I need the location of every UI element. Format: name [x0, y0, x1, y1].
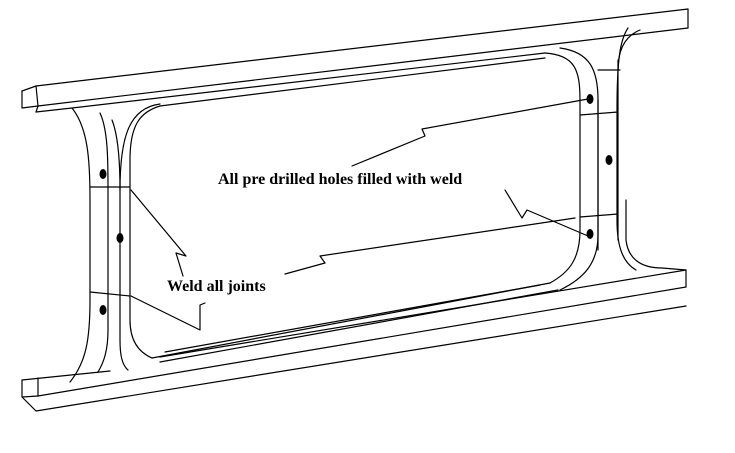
hole-left-middle: [116, 233, 124, 243]
joints-label: Weld all joints: [167, 278, 266, 295]
leader-joint-upper-left: [130, 189, 187, 277]
leader-hole-upper: [351, 98, 589, 167]
hole-left-upper: [99, 169, 107, 179]
leader-hole-lower: [504, 189, 589, 237]
leaders: [130, 98, 589, 331]
holes-label: All pre drilled holes filled with weld: [218, 171, 463, 188]
hole-right-upper: [586, 94, 594, 104]
leader-joint-bottom: [284, 217, 576, 275]
hole-right-lower: [586, 229, 594, 239]
hole-right-middle: [605, 155, 613, 165]
bottom-rail: [21, 269, 687, 412]
right-upright: [544, 27, 687, 291]
left-upright: [69, 103, 161, 383]
hole-left-lower: [99, 305, 107, 315]
leader-joint-lower-left: [130, 295, 206, 331]
inner-opening: [151, 57, 559, 363]
